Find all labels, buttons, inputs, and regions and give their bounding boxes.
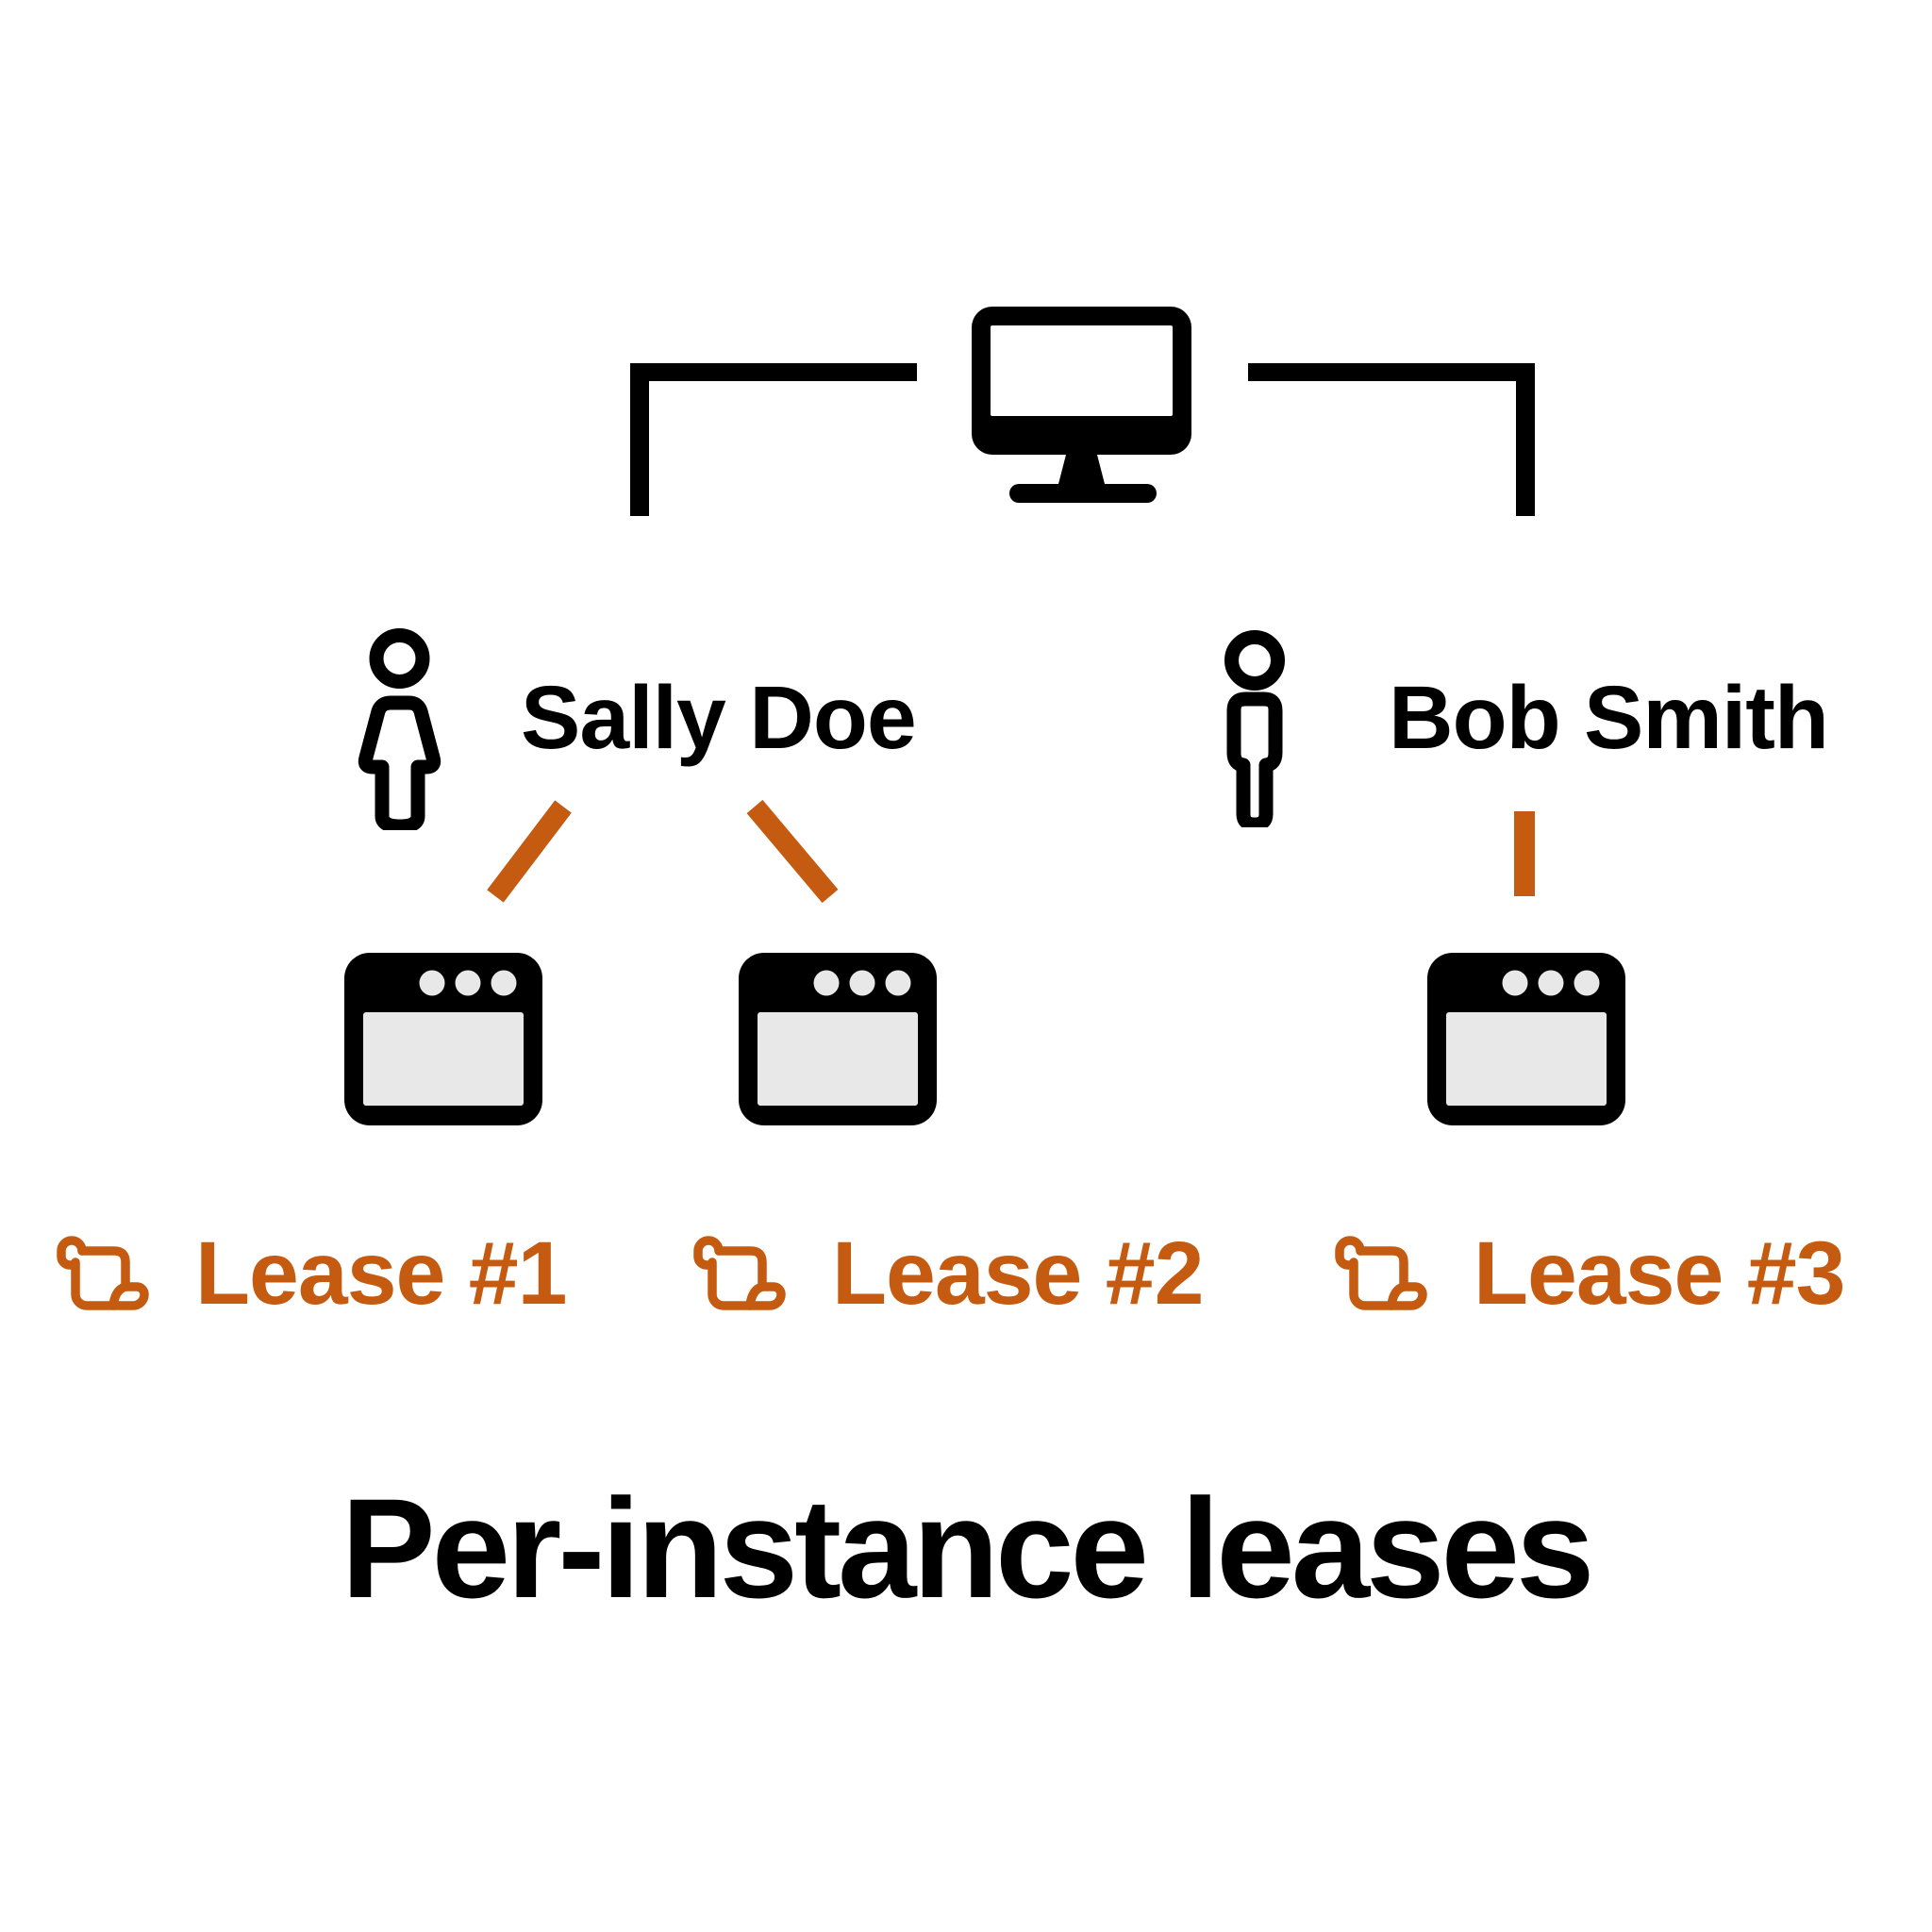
network-line-left-horizontal [630,363,917,381]
browser-window-icon [739,953,937,1125]
network-line-right-horizontal [1248,363,1535,381]
scroll-icon [1335,1236,1427,1310]
lease-item-1: Lease #1 [53,1222,567,1325]
lease-connector-sally-browser1 [487,800,572,903]
user-name-sally: Sally Doe [521,668,917,768]
female-user-icon [358,628,441,830]
browser-window-icon [344,953,542,1125]
browser-window-icon [1427,953,1625,1125]
scroll-icon [693,1236,786,1310]
lease-item-2: Lease #2 [690,1222,1204,1325]
male-user-icon [1224,630,1285,827]
network-line-right-vertical [1516,363,1535,516]
network-line-left-vertical [630,363,649,516]
user-name-bob: Bob Smith [1389,668,1829,768]
monitor-icon [972,307,1191,503]
scroll-icon [57,1236,149,1310]
lease-label-2: Lease #2 [832,1223,1204,1324]
lease-label-1: Lease #1 [195,1223,567,1324]
diagram-title: Per-instance leases [341,1469,1595,1627]
lease-label-3: Lease #3 [1474,1223,1845,1324]
lease-item-3: Lease #3 [1331,1222,1845,1325]
lease-connector-sally-browser2 [746,799,839,904]
